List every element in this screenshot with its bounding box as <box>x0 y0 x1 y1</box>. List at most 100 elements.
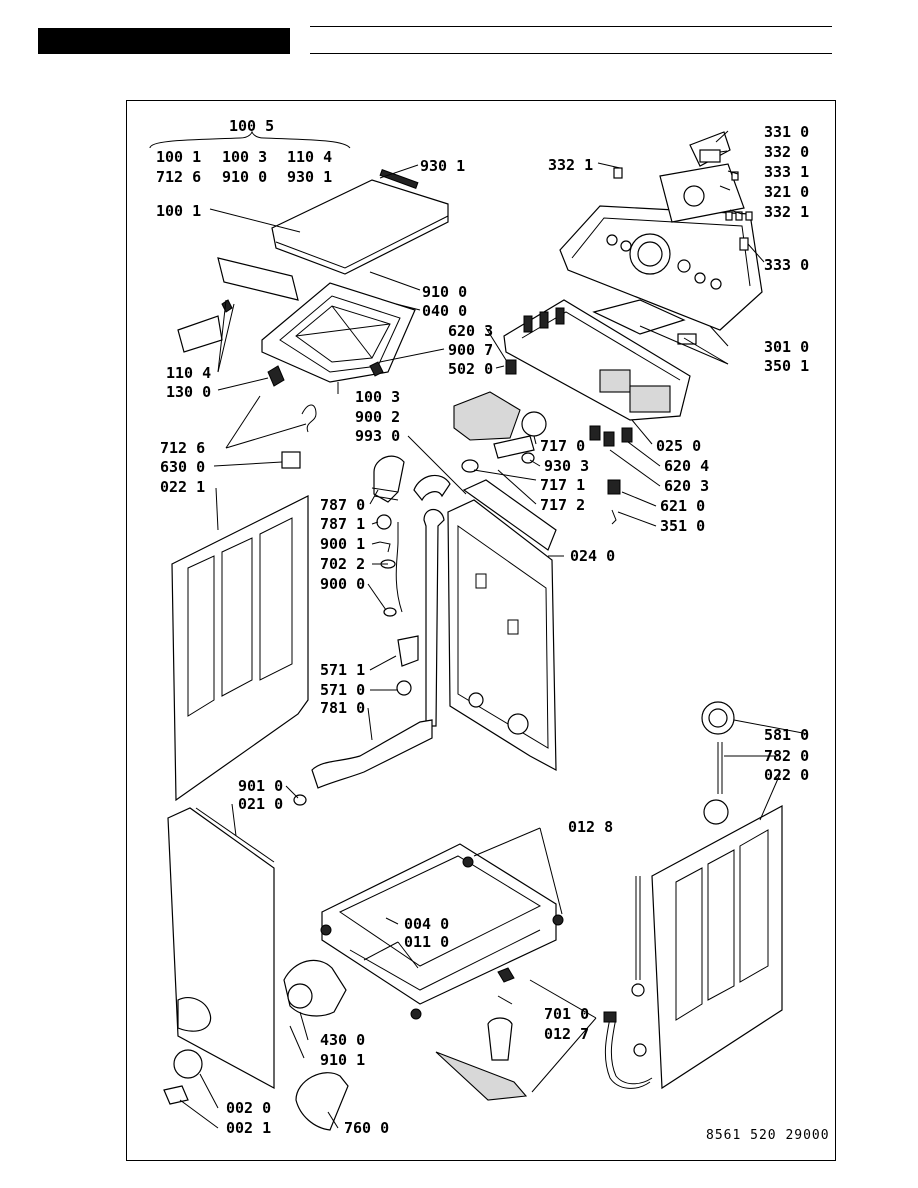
control-panel-part <box>559 205 763 331</box>
callout-332-1-top: 332 1 <box>548 156 593 174</box>
handle-part <box>217 257 299 301</box>
module-part <box>453 391 521 441</box>
pressure-switch-part <box>521 411 547 437</box>
hose-part <box>311 719 433 789</box>
top-frame-part <box>261 282 416 383</box>
callout-002-1: 002 1 <box>226 1119 271 1137</box>
right-side-panel <box>651 804 783 1090</box>
callout-571-1: 571 1 <box>320 661 365 679</box>
callout-787-0: 787 0 <box>320 496 365 514</box>
elbow-part <box>413 474 451 502</box>
callout-022-0: 022 0 <box>764 766 809 784</box>
callout-group-910-0: 910 0 <box>222 168 267 186</box>
callout-021-0: 021 0 <box>238 795 283 813</box>
callout-002-0: 002 0 <box>226 1099 271 1117</box>
callout-620-3-top: 620 3 <box>448 322 493 340</box>
rear-panel-part <box>447 499 557 772</box>
callout-332-0: 332 0 <box>764 143 809 161</box>
callout-350-1: 350 1 <box>764 357 809 375</box>
callout-621-0: 621 0 <box>660 497 705 515</box>
bellows-part <box>373 455 405 503</box>
callout-100-5: 100 5 <box>229 117 274 135</box>
callout-760-0: 760 0 <box>344 1119 389 1137</box>
callout-630-0: 630 0 <box>160 458 205 476</box>
callout-930-1: 930 1 <box>420 157 465 175</box>
callout-900-0: 900 0 <box>320 575 365 593</box>
callout-900-1: 900 1 <box>320 535 365 553</box>
front-panel-part <box>167 807 275 1090</box>
callout-321-0: 321 0 <box>764 183 809 201</box>
left-side-panel <box>171 495 309 802</box>
callout-717-1: 717 1 <box>540 476 585 494</box>
ring-part <box>376 514 392 530</box>
callout-040-0: 040 0 <box>422 302 467 320</box>
callout-group-110-4: 110 4 <box>287 148 332 166</box>
callout-011-0: 011 0 <box>404 933 449 951</box>
callout-100-1: 100 1 <box>156 202 201 220</box>
callout-910-1: 910 1 <box>320 1051 365 1069</box>
clip-part <box>221 299 233 313</box>
callout-labels: 100 5 100 1 100 3 110 4 712 6 910 0 930 … <box>156 117 809 1137</box>
callout-group-712-6: 712 6 <box>156 168 201 186</box>
callout-993-0: 993 0 <box>355 427 400 445</box>
callout-012-7: 012 7 <box>544 1025 589 1043</box>
knob-part <box>689 131 731 167</box>
callout-333-1: 333 1 <box>764 163 809 181</box>
callout-900-2: 900 2 <box>355 408 400 426</box>
leader-lines <box>149 130 809 1129</box>
callout-100-3: 100 3 <box>355 388 400 406</box>
callout-group-930-1: 930 1 <box>287 168 332 186</box>
cap-part <box>173 1049 203 1079</box>
callout-781-0: 781 0 <box>320 699 365 717</box>
callout-712-6: 712 6 <box>160 439 205 457</box>
spring-part <box>301 404 317 433</box>
base-frame-part <box>320 843 564 1020</box>
header-rule-top <box>310 26 832 27</box>
callout-717-0: 717 0 <box>540 437 585 455</box>
callout-717-2: 717 2 <box>540 496 585 514</box>
callout-620-4: 620 4 <box>664 457 709 475</box>
callout-012-8: 012 8 <box>568 818 613 836</box>
board-part <box>503 299 691 421</box>
callout-004-0: 004 0 <box>404 915 449 933</box>
block-part <box>281 451 301 469</box>
callout-025-0: 025 0 <box>656 437 701 455</box>
callout-901-0: 901 0 <box>238 777 283 795</box>
callout-782-0: 782 0 <box>764 747 809 765</box>
lid-part <box>271 179 449 275</box>
diagram-frame <box>126 100 836 1161</box>
callout-581-0: 581 0 <box>764 726 809 744</box>
valve-part <box>397 635 419 667</box>
callout-022-1: 022 1 <box>160 478 205 496</box>
connector-part <box>505 359 517 375</box>
callout-571-0: 571 0 <box>320 681 365 699</box>
callout-900-7: 900 7 <box>448 341 493 359</box>
callout-430-0: 430 0 <box>320 1031 365 1049</box>
callout-502-0: 502 0 <box>448 360 493 378</box>
screw-part <box>369 361 384 377</box>
header-black-bar <box>38 28 290 54</box>
callout-787-1: 787 1 <box>320 515 365 533</box>
callout-332-1: 332 1 <box>764 203 809 221</box>
bracket-part <box>493 435 535 459</box>
callout-331-0: 331 0 <box>764 123 809 141</box>
callout-620-3: 620 3 <box>664 477 709 495</box>
callout-110-4: 110 4 <box>166 364 211 382</box>
callout-701-0: 701 0 <box>544 1005 589 1023</box>
header-rule-bottom <box>310 53 832 54</box>
hinge-part <box>267 365 285 387</box>
callout-group-100-1: 100 1 <box>156 148 201 166</box>
filter-part <box>295 1072 349 1131</box>
drain-hose-part <box>423 508 445 727</box>
latch-part <box>177 315 223 353</box>
callout-702-2: 702 2 <box>320 555 365 573</box>
callout-333-0: 333 0 <box>764 256 809 274</box>
cover-part <box>592 299 686 335</box>
callout-930-3: 930 3 <box>544 457 589 475</box>
callout-351-0: 351 0 <box>660 517 705 535</box>
callout-301-0: 301 0 <box>764 338 809 356</box>
callout-group-100-3: 100 3 <box>222 148 267 166</box>
callout-910-0: 910 0 <box>422 283 467 301</box>
rear-rail-part <box>462 479 557 551</box>
